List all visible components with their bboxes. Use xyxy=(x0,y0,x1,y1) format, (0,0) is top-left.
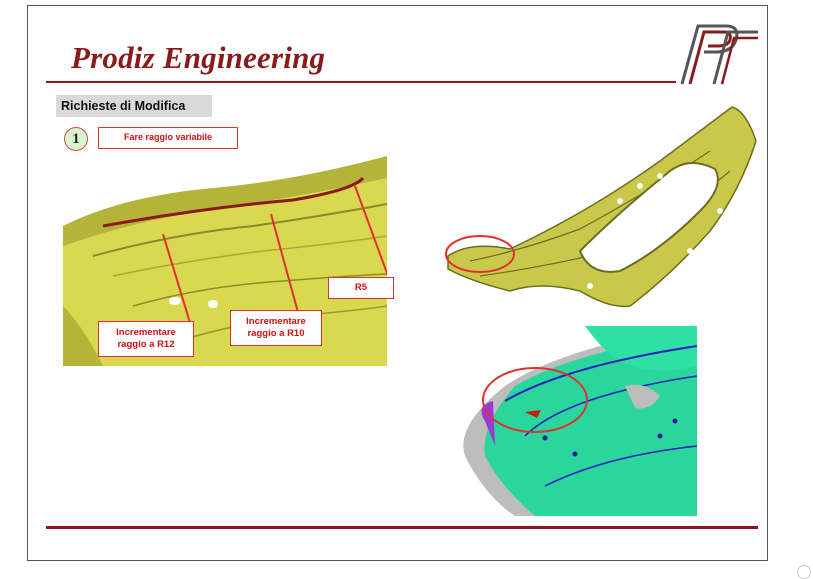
part-overview-image xyxy=(445,106,757,308)
company-logo-icon xyxy=(680,24,758,85)
title-divider xyxy=(46,81,676,83)
slide-nav-dot[interactable] xyxy=(797,565,811,579)
slide: Prodiz Engineering Richieste di Modifica… xyxy=(27,5,768,561)
analysis-image xyxy=(445,326,697,516)
annotation-r5: R5 xyxy=(328,277,394,299)
step-label: Fare raggio variabile xyxy=(98,127,238,149)
footer-divider xyxy=(46,526,758,529)
annotation-r12: Incrementare raggio a R12 xyxy=(98,321,194,357)
annotation-r10: Incrementare raggio a R10 xyxy=(230,310,322,346)
section-tag: Richieste di Modifica xyxy=(56,95,212,117)
page-title: Prodiz Engineering xyxy=(71,40,326,75)
step-number-badge: 1 xyxy=(64,127,88,151)
